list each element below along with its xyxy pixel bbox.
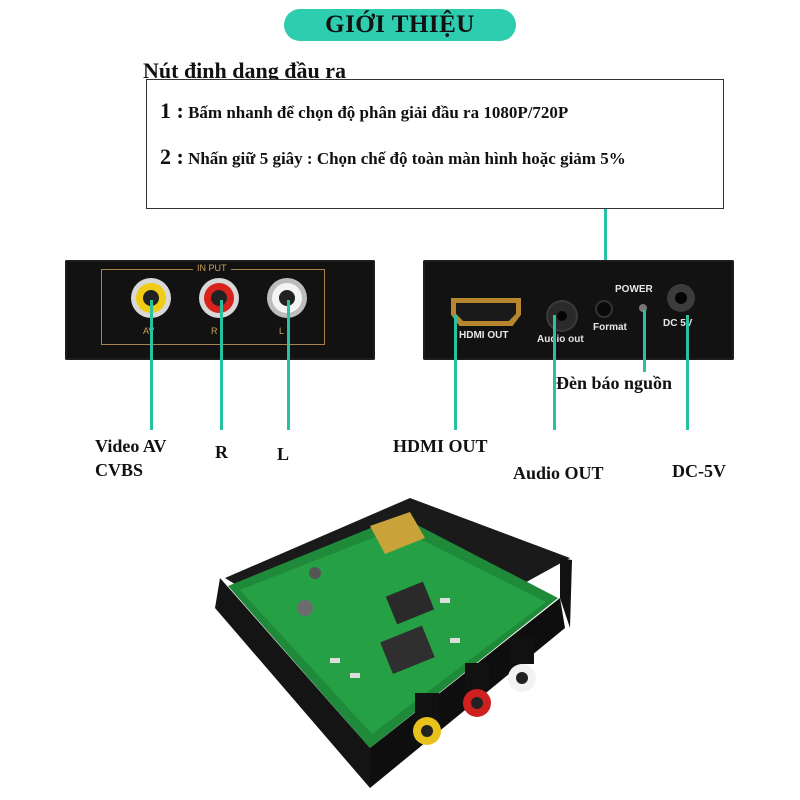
dc-jack-icon [667, 284, 695, 312]
l-label: L [277, 444, 290, 464]
r-connector-line [220, 300, 223, 430]
l-connector-line [287, 300, 290, 430]
format-item-1: 1 : Bấm nhanh để chọn độ phân giải đầu r… [160, 98, 568, 124]
power-led-label: Đèn báo nguồn [556, 373, 673, 393]
audio-connector-line [553, 315, 556, 430]
format-item-1-number: 1 : [160, 98, 184, 123]
video-av-label: Video AV [95, 436, 167, 456]
video-connector-line [150, 300, 153, 430]
silk-av: AV [143, 326, 155, 336]
hdmi-port-icon [451, 298, 521, 326]
cvbs-label: CVBS [95, 460, 144, 480]
silk-dc-5v: DC 5V [663, 318, 693, 329]
silk-r: R [211, 326, 218, 336]
silk-format: Format [593, 322, 627, 333]
hdmi-connector-line [454, 315, 457, 430]
silk-audio-out: Audio out [537, 334, 584, 345]
format-section-heading: Nút định dạng đầu ra [143, 58, 346, 83]
power-led-icon [639, 304, 647, 312]
format-item-2-number: 2 : [160, 144, 184, 169]
dc-5v-label: DC-5V [672, 461, 726, 481]
silk-power: POWER [615, 284, 653, 295]
r-label: R [215, 442, 228, 462]
l-jack-icon [267, 278, 307, 318]
dc-connector-line [686, 315, 689, 430]
input-panel: IN PUT AV R L [65, 260, 375, 360]
audio-jack-icon [548, 302, 576, 330]
format-item-2-text: Nhấn giữ 5 giây : Chọn chế độ toàn màn h… [188, 149, 626, 168]
format-info-box [146, 79, 724, 209]
input-silk-title: IN PUT [193, 263, 231, 273]
format-connector-line [604, 209, 607, 299]
r-jack-icon [199, 278, 239, 318]
power-connector-line [643, 310, 646, 372]
hdmi-out-label: HDMI OUT [393, 436, 488, 456]
silk-hdmi-out: HDMI OUT [459, 330, 509, 341]
format-item-2: 2 : Nhấn giữ 5 giây : Chọn chế độ toàn m… [160, 144, 626, 170]
silk-l: L [279, 326, 285, 336]
format-item-1-text: Bấm nhanh để chọn độ phân giải đầu ra 10… [188, 103, 569, 122]
audio-out-label: Audio OUT [513, 463, 604, 483]
output-panel: HDMI OUT Audio out Format POWER DC 5V [423, 260, 734, 360]
format-button-icon [597, 302, 611, 316]
page-title: GIỚI THIỆU [284, 9, 516, 41]
circuit-board-photo [215, 498, 572, 788]
